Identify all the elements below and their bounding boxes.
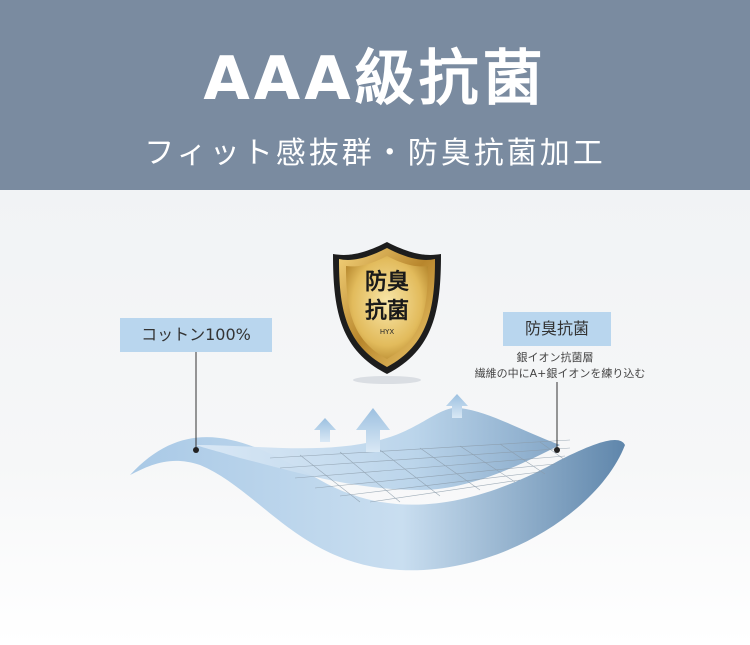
shield-badge [333,242,441,384]
fabric-bottom-layer [130,437,625,571]
page-subtitle: フィット感抜群・防臭抗菌加工 [144,136,606,171]
header-banner: AAA級抗菌 フィット感抜群・防臭抗菌加工 [0,0,750,190]
silver-ion-note: 銀イオン抗菌層 [516,351,594,364]
arrow-large [356,408,390,452]
cotton-pointer-dot [193,447,199,453]
badge-text-line1: 防臭 [364,270,409,295]
page-title: AAA級抗菌 [203,44,547,114]
silver-ion-mesh [269,439,571,503]
antibacterial-label: 防臭抗菌 [503,312,611,346]
cotton-label: コットン100% [120,318,272,352]
badge-mark: HYX [379,328,395,336]
fabric-illustration [130,242,625,571]
antibacterial-pointer-dot [554,447,560,453]
arrow-small-left [314,418,336,442]
arrow-small-right [446,394,468,418]
silver-ion-detail-note: 繊維の中にA+銀イオンを練り込む [474,367,646,380]
airflow-arrows [314,394,468,452]
badge-text-line2: 抗菌 [364,299,409,324]
